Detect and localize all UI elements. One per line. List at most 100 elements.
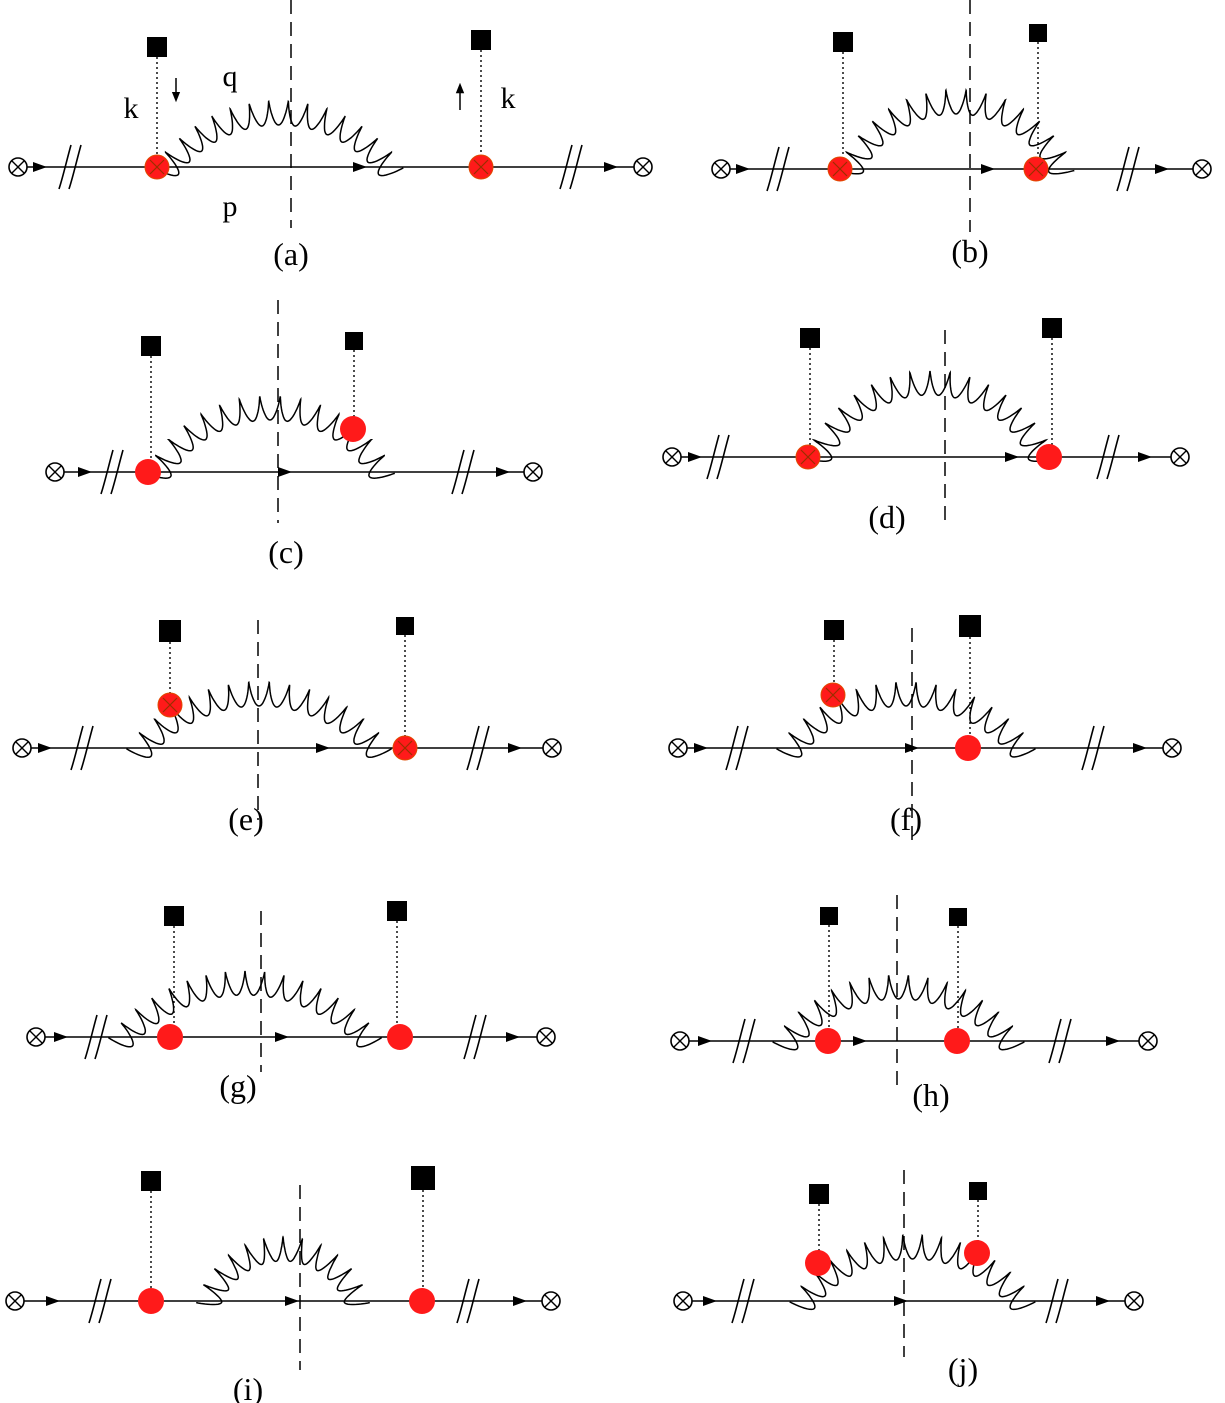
line-cut-icon: [1116, 146, 1140, 192]
source-square-icon: [147, 37, 167, 57]
arrow-icon: [1138, 452, 1152, 462]
line-cut-icon: [100, 449, 124, 495]
vertex-icon: [409, 1288, 435, 1314]
line-cut-icon: [725, 725, 749, 771]
current-insertion-icon: [45, 462, 65, 482]
gluon-line: [153, 99, 404, 177]
diagram-panel-d: (d): [662, 318, 1190, 535]
crossed-vertex-icon: [144, 154, 170, 180]
background-field-source: [1042, 318, 1062, 457]
source-square-icon: [471, 30, 491, 50]
arrow-icon: [604, 162, 618, 172]
diagram-panel-h: (h): [670, 895, 1158, 1113]
background-field-source: [164, 906, 184, 1037]
source-square-icon: [969, 1182, 987, 1200]
source-square-icon: [411, 1166, 435, 1190]
momentum-label-q: q: [223, 60, 238, 93]
source-square-icon: [1042, 318, 1062, 338]
arrow-icon: [513, 1296, 527, 1306]
source-square-icon: [387, 901, 407, 921]
current-insertion-icon: [5, 1291, 25, 1311]
current-insertion-icon: [670, 1031, 690, 1051]
gluon-line: [144, 396, 396, 479]
background-field-source: [809, 1184, 829, 1263]
vertex-icon: [138, 1288, 164, 1314]
momentum-label-k-right: k: [501, 82, 516, 115]
line-cut-icon: [58, 144, 82, 190]
arrow-icon: [698, 1036, 712, 1046]
current-insertion-icon: [536, 1027, 556, 1047]
background-field-source: [141, 336, 161, 472]
line-cut-icon: [706, 434, 730, 480]
vertex-icon: [815, 1028, 841, 1054]
gluon-line: [837, 88, 1075, 175]
source-square-icon: [1029, 24, 1047, 42]
vertex-icon: [387, 1024, 413, 1050]
panel-caption: (c): [268, 534, 304, 570]
source-square-icon: [159, 620, 181, 642]
panel-caption: (d): [868, 499, 905, 535]
arrow-icon: [1155, 164, 1169, 174]
line-cut-icon: [84, 1014, 108, 1060]
arrow-icon: [703, 1296, 717, 1306]
vertex-icon: [340, 416, 366, 442]
background-field-source: [959, 615, 981, 748]
source-square-icon: [959, 615, 981, 637]
current-insertion-icon: [633, 157, 653, 177]
gluon-line: [776, 682, 1036, 758]
diagram-panel-b: (b): [711, 0, 1212, 269]
panel-caption: (f): [890, 801, 922, 837]
arrow-icon: [736, 164, 750, 174]
source-square-icon: [949, 908, 967, 926]
background-field-source: [387, 901, 407, 1037]
background-field-source: [345, 332, 363, 429]
panel-caption: (e): [228, 801, 264, 837]
current-insertion-icon: [668, 738, 688, 758]
line-cut-icon: [559, 144, 583, 190]
arrow-icon: [33, 162, 47, 172]
arrow-icon: [353, 162, 367, 172]
line-cut-icon: [731, 1278, 755, 1324]
gluon-line: [108, 970, 382, 1048]
gluon-line: [789, 1233, 1036, 1311]
current-insertion-icon: [12, 738, 32, 758]
line-cut-icon: [766, 146, 790, 192]
arrow-icon: [496, 467, 510, 477]
background-field-source: [159, 620, 181, 705]
panel-caption: (h): [912, 1077, 949, 1113]
line-cut-icon: [1081, 725, 1105, 771]
crossed-vertex-icon: [468, 154, 494, 180]
arrow-icon: [981, 164, 995, 174]
arrow-icon: [688, 452, 702, 462]
vertex-icon: [964, 1240, 990, 1266]
line-cut-icon: [451, 449, 475, 495]
current-insertion-icon: [542, 738, 562, 758]
line-cut-icon: [1096, 434, 1120, 480]
diagram-panel-i: (i): [5, 1166, 561, 1403]
arrow-icon: [78, 467, 92, 477]
vertex-icon: [135, 459, 161, 485]
vertex-icon: [805, 1250, 831, 1276]
arrow-icon: [905, 743, 919, 753]
source-square-icon: [809, 1184, 829, 1204]
line-cut-icon: [732, 1018, 756, 1064]
current-insertion-icon: [1192, 159, 1212, 179]
current-insertion-icon: [1138, 1031, 1158, 1051]
source-square-icon: [833, 32, 853, 52]
vertex-icon: [157, 1024, 183, 1050]
panel-caption: (b): [951, 233, 988, 269]
gluon-line: [805, 370, 1055, 462]
current-insertion-icon: [523, 462, 543, 482]
crossed-vertex-icon: [392, 735, 418, 761]
momentum-label-p: p: [223, 190, 238, 223]
diagram-panel-f: (f): [668, 615, 1182, 842]
arrow-icon: [894, 1296, 908, 1306]
source-square-icon: [345, 332, 363, 350]
background-field-source: [1029, 24, 1047, 155]
line-cut-icon: [463, 1014, 487, 1060]
background-field-source: [141, 1171, 161, 1301]
source-square-icon: [396, 617, 414, 635]
diagram-panel-e: (e): [12, 617, 562, 837]
arrow-icon: [285, 1296, 299, 1306]
momentum-label-k-left: k: [124, 92, 139, 125]
